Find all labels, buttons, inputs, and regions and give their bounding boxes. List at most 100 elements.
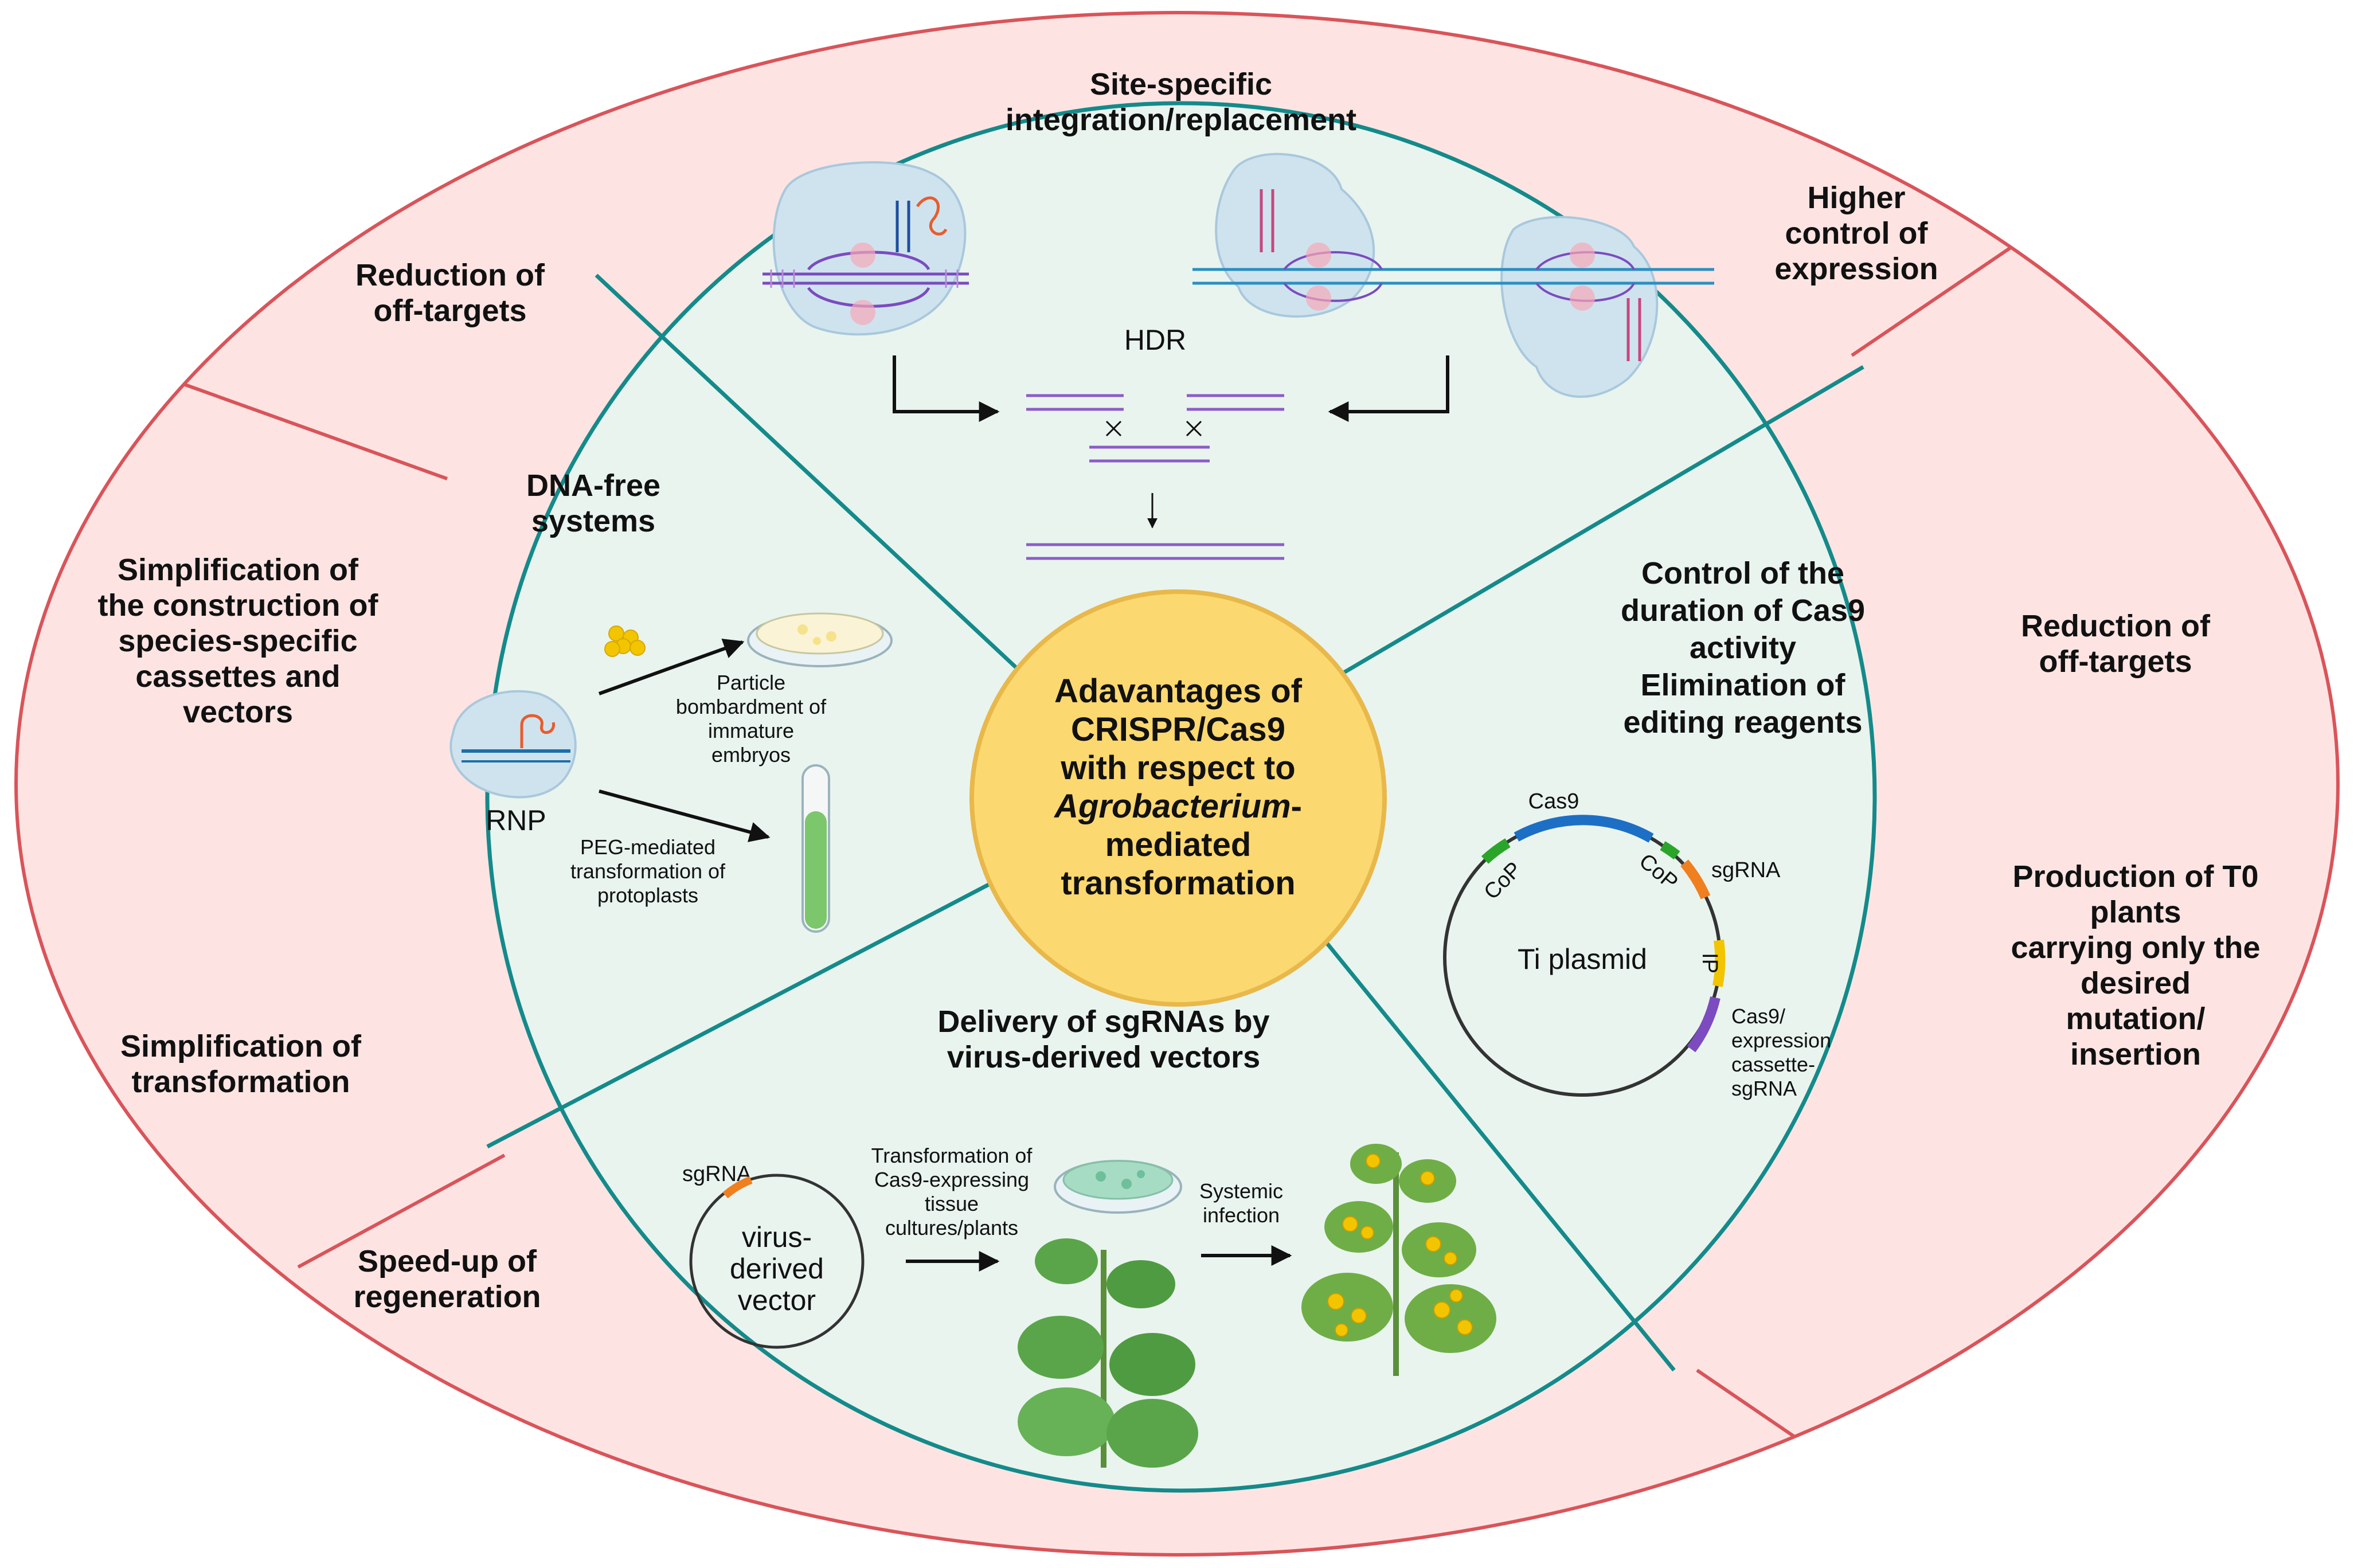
center-line-6: transformation	[1061, 865, 1295, 902]
outer-right-bottom-line-2: plants	[2090, 895, 2181, 929]
outer-top-right-line-3: expression	[1774, 252, 1938, 286]
outer-top-left-label: Reduction of off-targets	[355, 258, 545, 328]
dna-free-title-line-1: DNA-free	[526, 468, 660, 503]
center-line-4: Agrobacterium-	[1053, 788, 1302, 825]
particle-line-4: embryos	[711, 743, 791, 767]
peg-line-3: protoplasts	[597, 883, 698, 907]
ti-plasmid	[1443, 815, 1726, 1097]
cassette-line-1: Cas9/	[1731, 1004, 1785, 1028]
systemic-label: Systemic infection	[1199, 1179, 1283, 1227]
outer-bottom-left-line-1: Speed-up of	[358, 1244, 537, 1278]
peg-line-2: transformation of	[570, 859, 726, 883]
vector-line-1: virus-	[742, 1221, 812, 1253]
outer-dividers	[182, 245, 2013, 1458]
center-line-5: mediated	[1105, 826, 1252, 863]
outer-left-mid-line-4: cassettes and	[135, 659, 340, 694]
petri-dish-top	[747, 612, 893, 667]
peg-line-1: PEG-mediated	[580, 835, 715, 859]
outer-top-right-label: Higher control of expression	[1774, 181, 1938, 286]
outer-top-right-line-2: control of	[1785, 216, 1929, 251]
outer-bottom-left-line-2: regeneration	[353, 1280, 541, 1314]
outer-right-bottom-line-3: carrying only the	[2011, 930, 2260, 965]
outer-right-bottom-line-4: desired	[2081, 966, 2191, 1000]
center-hyphen: -	[1291, 788, 1302, 825]
particle-line-2: bombardment of	[676, 695, 827, 718]
transformation-line-2: Cas9-expressing	[874, 1168, 1029, 1191]
center-title: Adavantages of CRISPR/Cas9 with respect …	[1053, 672, 1303, 902]
center-italic-word: Agrobacterium	[1053, 788, 1291, 825]
outer-left-low-line-2: transformation	[131, 1065, 350, 1099]
plasmid-name: Ti plasmid	[1518, 943, 1647, 975]
control-title: Control of the duration of Cas9 activity…	[1621, 556, 1865, 740]
virus-vector-label: virus- derived vector	[730, 1221, 824, 1316]
site-specific-title-line-1: Site-specific	[1090, 67, 1272, 101]
cassette-line-3: cassette-	[1731, 1053, 1815, 1076]
particle-line-3: immature	[708, 719, 794, 742]
outer-right-top-label: Reduction of off-targets	[2021, 609, 2211, 679]
particle-arrow	[598, 639, 745, 695]
vector-line-2: derived	[730, 1253, 824, 1285]
virus-vector	[689, 1174, 865, 1349]
outer-right-bottom-label: Production of T0 plants carrying only th…	[2011, 859, 2260, 1072]
control-title-line-4: Elimination of	[1641, 668, 1846, 702]
center-line-3: with respect to	[1060, 749, 1295, 787]
cassette-line-2: expression	[1731, 1029, 1831, 1052]
plasmid-ip-label: IP	[1698, 953, 1722, 973]
rnp-label: RNP	[486, 804, 546, 836]
inner-spokes	[486, 273, 1864, 1372]
control-title-line-5: editing reagents	[1623, 705, 1862, 740]
test-tube	[801, 764, 830, 933]
dna-free-title: DNA-free systems	[526, 468, 660, 538]
center-circle	[969, 589, 1387, 1007]
center-line-2: CRISPR/Cas9	[1071, 711, 1285, 748]
petri-dish-bottom	[1054, 1160, 1182, 1214]
control-title-line-2: duration of Cas9	[1621, 593, 1865, 628]
center-line-1: Adavantages of	[1054, 672, 1303, 710]
particle-line-1: Particle	[717, 671, 785, 694]
peg-label: PEG-mediated transformation of protoplas…	[570, 835, 726, 907]
outer-left-low-label: Simplification of transformation	[120, 1029, 362, 1099]
transformation-line-3: tissue	[925, 1192, 979, 1215]
systemic-line-1: Systemic	[1199, 1179, 1283, 1203]
outer-left-mid-line-1: Simplification of	[118, 553, 359, 587]
outer-left-mid-line-5: vectors	[183, 695, 293, 729]
outer-right-bottom-line-1: Production of T0	[2013, 859, 2259, 894]
vector-line-3: vector	[738, 1284, 816, 1316]
delivery-title-line-2: virus-derived vectors	[947, 1040, 1260, 1074]
outer-top-right-line-1: Higher	[1807, 181, 1905, 215]
outer-left-mid-line-2: the construction of	[98, 588, 379, 623]
hdr-label: HDR	[1124, 324, 1186, 356]
control-title-line-3: activity	[1690, 631, 1796, 665]
outer-right-bottom-line-6: insertion	[2070, 1037, 2201, 1072]
delivery-title: Delivery of sgRNAs by virus-derived vect…	[937, 1004, 1269, 1074]
rnp-complex	[449, 690, 577, 799]
plasmid-cassette-label: Cas9/ expression cassette- sgRNA	[1731, 1004, 1831, 1100]
outer-top-left-line-2: off-targets	[374, 294, 527, 328]
delivery-title-line-1: Delivery of sgRNAs by	[937, 1004, 1269, 1039]
systemic-line-2: infection	[1203, 1203, 1280, 1227]
site-specific-title-line-2: integration/replacement	[1006, 103, 1356, 137]
gold-particles	[604, 625, 646, 657]
plasmid-cas9-label: Cas9	[1528, 789, 1579, 814]
healthy-plant	[1018, 1238, 1198, 1468]
outer-left-mid-line-3: species-specific	[118, 624, 357, 658]
outer-right-top-line-1: Reduction of	[2021, 609, 2211, 643]
transformation-line-1: Transformation of	[871, 1144, 1033, 1167]
infected-plant	[1301, 1144, 1496, 1376]
outer-left-mid-label: Simplification of the construction of sp…	[98, 553, 379, 729]
outer-right-top-line-2: off-targets	[2039, 644, 2192, 679]
site-specific-title: Site-specific integration/replacement	[1006, 67, 1356, 137]
control-title-line-1: Control of the	[1641, 556, 1844, 591]
peg-arrow	[599, 789, 771, 842]
outer-top-left-line-1: Reduction of	[355, 258, 545, 292]
plasmid-sgrna-label: sgRNA	[1711, 858, 1781, 882]
dna-free-title-line-2: systems	[531, 504, 655, 538]
transformation-line-4: cultures/plants	[885, 1216, 1018, 1239]
particle-label: Particle bombardment of immature embryos	[676, 671, 827, 767]
hdr-strands	[1026, 394, 1284, 560]
outer-left-low-line-1: Simplification of	[120, 1029, 362, 1063]
cassette-line-4: sgRNA	[1731, 1077, 1797, 1100]
outer-bottom-left-label: Speed-up of regeneration	[353, 1244, 541, 1314]
cas9-dna-complex-left	[762, 161, 969, 336]
